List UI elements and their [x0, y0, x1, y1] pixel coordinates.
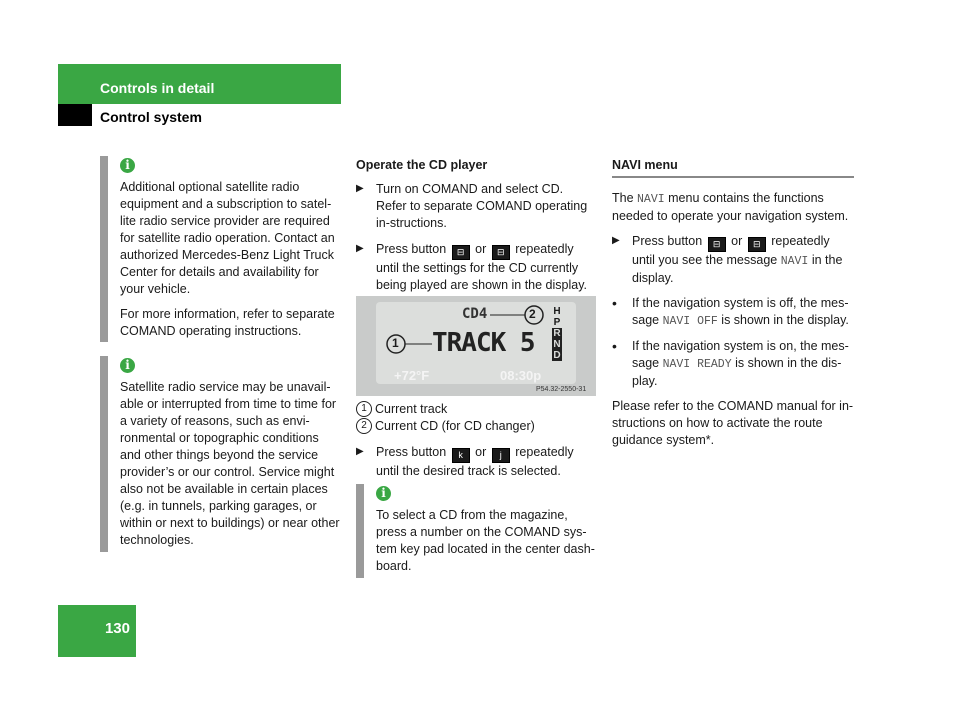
- callout-1-label: 1: [392, 336, 399, 350]
- callout-2-label: 2: [529, 307, 536, 321]
- gear-letter: R: [552, 328, 562, 339]
- text-part: is shown in the dis-play.: [632, 356, 842, 388]
- text-part: The: [612, 191, 634, 205]
- header-band: [58, 64, 341, 104]
- text-part: If the navigation system is on, the mes-…: [632, 339, 849, 370]
- page-number: 130: [104, 620, 130, 637]
- step-text-part: repeatedly until the settings for the CD…: [376, 242, 588, 292]
- header-marker: [58, 104, 92, 126]
- cd-section-continued: 1 Current track 2 Current CD (for CD cha…: [356, 401, 596, 480]
- gear-letter: D: [552, 350, 562, 361]
- cd-display-illustration: 2 1 CD4 TRACK 5 +72°F 08:30p H P R N D P…: [356, 296, 596, 396]
- cd-step-3: ▶ Press button k or j repeatedly until t…: [356, 444, 596, 480]
- step-text-part: or: [475, 445, 487, 459]
- info-note-satellite-service: i Satellite radio service may be unavail…: [100, 356, 340, 552]
- note-paragraph: Satellite radio service may be unavail-a…: [120, 380, 340, 547]
- step-text: Turn on COMAND and select CD. Refer to s…: [376, 182, 588, 230]
- step-text: Press button ⊟ or ⊟ repeatedly until you…: [632, 233, 854, 287]
- navi-step: ▶ Press button ⊟ or ⊟ repeatedly until y…: [612, 233, 854, 287]
- step-text-part: Press button: [376, 242, 447, 256]
- display-code: NAVI READY: [662, 358, 732, 371]
- next-button-icon: ⊟: [491, 245, 510, 260]
- legend-item: 1 Current track: [356, 401, 596, 418]
- step-text-part: or: [475, 242, 487, 256]
- step-text-part: Press button: [376, 445, 447, 459]
- text-part: repeatedly until you see the message: [632, 234, 830, 267]
- gear-indicator: H P R N D: [552, 306, 562, 361]
- section-title: Controls in detail: [100, 80, 215, 96]
- legend-number: 2: [356, 418, 372, 434]
- gear-letter: N: [552, 339, 562, 350]
- note-paragraph: For more information, refer to separate …: [120, 307, 335, 338]
- text-part: If the navigation system is off, the mes…: [632, 296, 849, 327]
- arrow-bullet-icon: ▶: [356, 183, 364, 194]
- text-part: is shown in the display.: [721, 313, 849, 327]
- text-part: or: [731, 234, 743, 248]
- display-time: 08:30p: [500, 368, 542, 383]
- note-paragraph: Additional optional satellite radio equi…: [120, 180, 335, 296]
- bullet-text: If the navigation system is on, the mes-…: [632, 338, 854, 390]
- arrow-bullet-icon: ▶: [356, 446, 364, 457]
- cd-step-2: ▶ Press button ⊟ or ⊟ repeatedly until t…: [356, 241, 596, 294]
- info-icon: i: [120, 358, 135, 373]
- display-code: NAVI: [637, 193, 665, 206]
- step-text-part: repeatedly until the desired track is se…: [376, 445, 574, 478]
- text-part: Press button: [632, 234, 703, 248]
- display-cd-label: CD4: [462, 306, 488, 322]
- display-code: NAVI OFF: [662, 315, 718, 328]
- info-icon: i: [120, 158, 135, 173]
- display-track-label: TRACK 5: [432, 328, 536, 358]
- arrow-bullet-icon: ▶: [612, 235, 620, 246]
- cd-heading: Operate the CD player: [356, 158, 488, 172]
- prev-button-icon: ⊟: [707, 237, 726, 252]
- arrow-bullet-icon: ▶: [356, 243, 364, 254]
- navi-heading: NAVI menu: [612, 158, 678, 172]
- subsection-title: Control system: [100, 109, 202, 125]
- info-icon: i: [376, 486, 391, 501]
- navi-outro: Please refer to the COMAND manual for in…: [612, 399, 854, 447]
- display-temp: +72°F: [394, 368, 430, 383]
- lcd-callouts: [386, 305, 544, 354]
- gear-letter: P: [553, 317, 561, 328]
- info-note-cd-magazine: i To select a CD from the magazine, pres…: [356, 484, 596, 578]
- text-part: menu contains the functions needed to op…: [612, 191, 849, 223]
- bullet-text: If the navigation system is off, the mes…: [632, 295, 854, 330]
- figure-code: P54.32-2550-31: [536, 386, 587, 393]
- track-down-button-icon: k: [451, 448, 470, 463]
- dot-bullet-icon: •: [612, 338, 617, 354]
- legend-text: Current track: [375, 402, 448, 416]
- next-button-icon: ⊟: [747, 237, 766, 252]
- navi-bullet-off: • If the navigation system is off, the m…: [612, 295, 854, 330]
- heading-rule: [612, 176, 854, 178]
- text-part: in the display.: [632, 253, 843, 285]
- navi-section: NAVI menu The NAVI menu contains the fun…: [612, 158, 854, 449]
- info-note-satellite-equipment: i Additional optional satellite radio eq…: [100, 156, 340, 342]
- legend-text: Current CD (for CD changer): [375, 419, 535, 433]
- legend-number: 1: [356, 401, 372, 417]
- display-code: NAVI: [780, 255, 809, 268]
- gear-letter: H: [553, 306, 561, 317]
- cd-step-1: ▶ Turn on COMAND and select CD. Refer to…: [356, 181, 596, 232]
- page-number-band: [58, 605, 136, 657]
- navi-intro: The NAVI menu contains the functions nee…: [612, 190, 854, 225]
- prev-button-icon: ⊟: [451, 245, 470, 260]
- legend-item: 2 Current CD (for CD changer): [356, 418, 596, 435]
- cd-section: Operate the CD player ▶ Turn on COMAND a…: [356, 158, 596, 294]
- track-up-button-icon: j: [491, 448, 510, 463]
- step-text: Press button k or j repeatedly until the…: [376, 444, 596, 480]
- note-paragraph: To select a CD from the magazine, press …: [376, 508, 595, 573]
- dot-bullet-icon: •: [612, 295, 617, 311]
- navi-bullet-ready: • If the navigation system is on, the me…: [612, 338, 854, 390]
- step-text: Press button ⊟ or ⊟ repeatedly until the…: [376, 241, 596, 294]
